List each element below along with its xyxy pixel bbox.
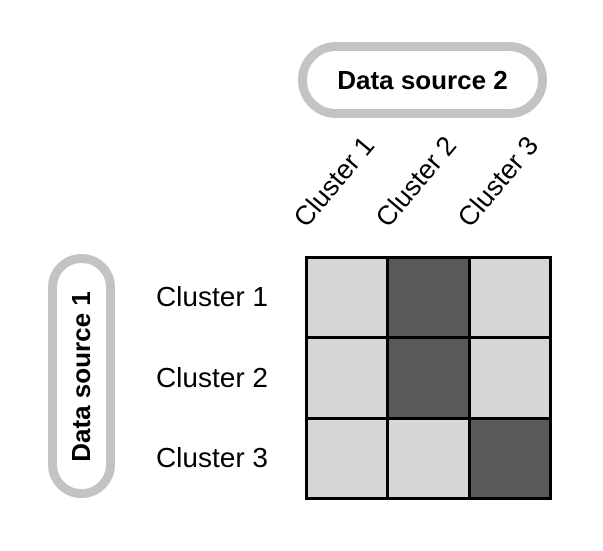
matrix-cell-r3c1 <box>308 419 387 497</box>
row-header-cluster-2: Cluster 2 <box>155 362 268 393</box>
data-source-1-pill: Data source 1 <box>48 254 115 498</box>
row-header-cluster-3: Cluster 3 <box>155 442 268 473</box>
matrix-cell-r3c2 <box>389 419 468 497</box>
data-source-2-label: Data source 2 <box>337 64 508 95</box>
column-header-cluster-1: Cluster 1 <box>287 130 381 233</box>
matrix-cell-r1c3 <box>470 259 549 337</box>
row-header-cluster-1: Cluster 1 <box>155 281 268 312</box>
matrix-cell-r2c2 <box>389 339 468 417</box>
column-header-cluster-2: Cluster 2 <box>369 130 463 233</box>
matrix-cell-r2c3 <box>470 339 549 417</box>
matrix-cell-r3c3 <box>470 419 549 497</box>
matrix-cell-r1c1 <box>308 259 387 337</box>
data-source-2-pill: Data source 2 <box>298 42 547 118</box>
matrix-cell-r1c2 <box>389 259 468 337</box>
data-source-1-label: Data source 1 <box>66 290 96 462</box>
matrix-cell-r2c1 <box>308 339 387 417</box>
correspondence-matrix <box>305 256 552 500</box>
column-header-cluster-3: Cluster 3 <box>451 130 545 233</box>
